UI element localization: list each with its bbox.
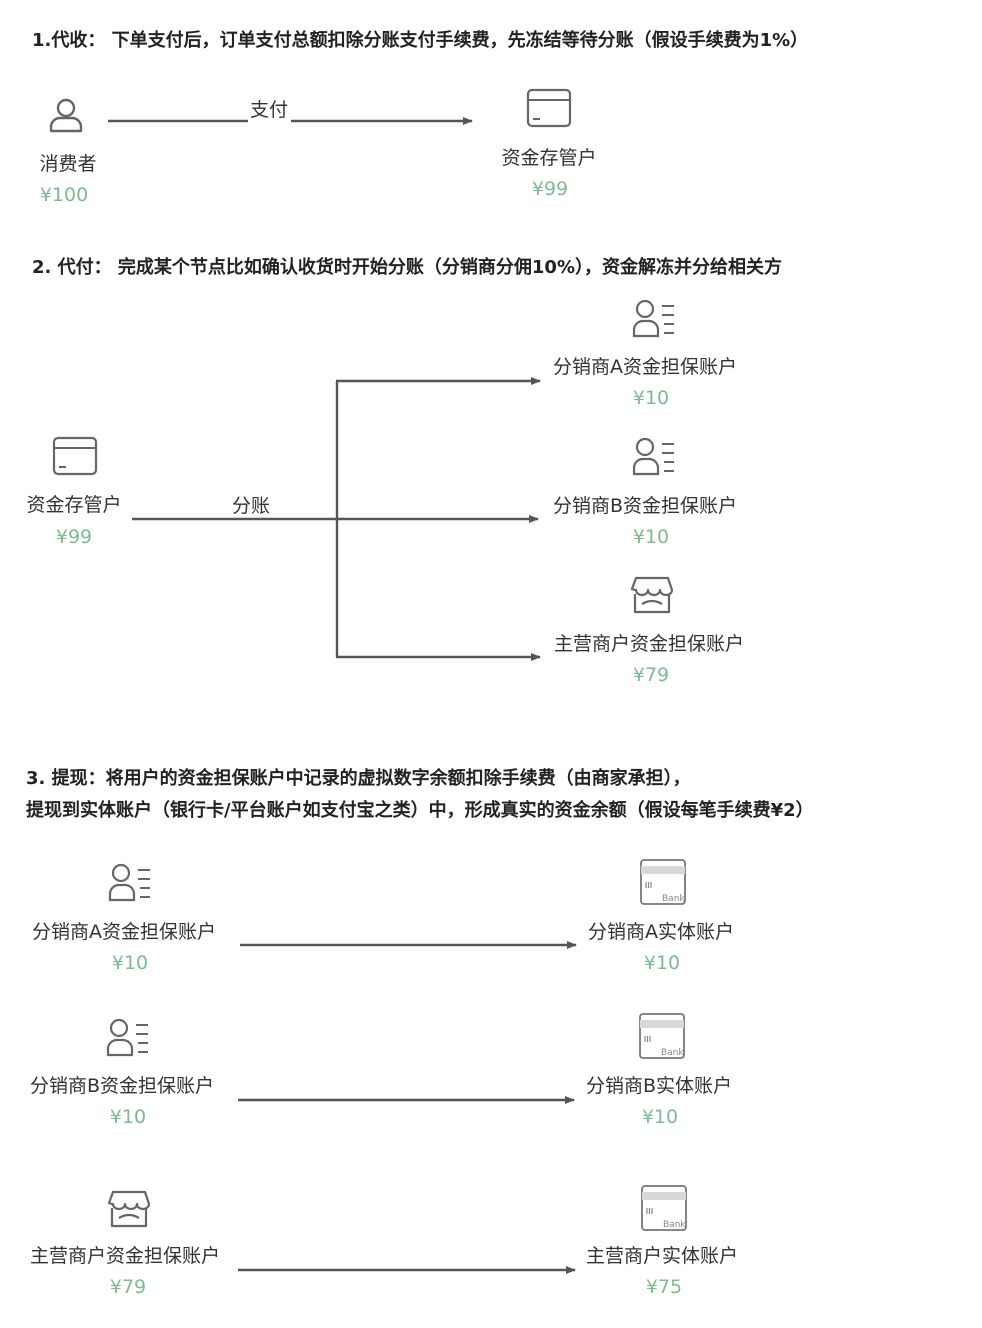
consumer-label: 消费者 (39, 153, 97, 175)
contact-card-icon (632, 299, 674, 338)
bank-card-text: Bank (662, 894, 685, 904)
row-main-to-label: 主营商户实体账户 (585, 1245, 739, 1267)
row-b-to-amount: ¥10 (641, 1106, 679, 1128)
target-a-amount: ¥10 (632, 387, 670, 409)
bank-card-icon: Bank (639, 1013, 685, 1059)
split-edge-label: 分账 (231, 495, 271, 517)
card-icon (526, 88, 572, 128)
row-b-from-amount: ¥10 (109, 1106, 147, 1128)
contact-card-icon (632, 437, 674, 476)
row-a-to-label: 分销商A实体账户 (588, 921, 734, 943)
section-3-heading-line2: 提现到实体账户（银行卡/平台账户如支付宝之类）中，形成真实的资金余额（假设每笔手… (26, 800, 814, 821)
target-a-label: 分销商A资金担保账户 (553, 356, 737, 378)
contact-card-icon (108, 863, 150, 902)
bank-card-icon: Bank (640, 859, 686, 905)
bank-card-text: Bank (663, 1220, 686, 1230)
row-main-from-label: 主营商户资金担保账户 (29, 1245, 221, 1267)
row-a-from-amount: ¥10 (111, 952, 149, 974)
source-custody-label: 资金存管户 (26, 494, 122, 516)
store-icon (107, 1190, 151, 1228)
row-a-from-label: 分销商A资金担保账户 (32, 921, 216, 943)
row-main-from-amount: ¥79 (109, 1276, 147, 1298)
bank-card-icon: Bank (641, 1185, 687, 1231)
target-b-amount: ¥10 (632, 526, 670, 548)
consumer-amount: ¥100 (39, 184, 89, 206)
store-icon (630, 576, 674, 614)
user-icon (49, 98, 83, 133)
custody-label: 资金存管户 (501, 147, 597, 169)
section-3-heading-line1: 3. 提现：将用户的资金担保账户中记录的虚拟数字余额扣除手续费（由商家承担）， (26, 768, 691, 789)
card-icon (52, 436, 98, 476)
row-b-from-label: 分销商B资金担保账户 (29, 1075, 215, 1097)
target-main-amount: ¥79 (632, 664, 670, 686)
custody-amount: ¥99 (531, 178, 569, 200)
bank-card-text: Bank (661, 1048, 684, 1058)
row-b-to-label: 分销商B实体账户 (585, 1075, 733, 1097)
source-custody-amount: ¥99 (55, 526, 93, 548)
row-a-to-amount: ¥10 (643, 952, 681, 974)
contact-card-icon (106, 1018, 148, 1057)
section-2-heading: 2. 代付： 完成某个节点比如确认收货时开始分账（分销商分佣10%），资金解冻并… (32, 257, 782, 278)
target-b-label: 分销商B资金担保账户 (552, 495, 738, 517)
row-main-to-amount: ¥75 (645, 1276, 683, 1298)
pay-edge-label: 支付 (249, 99, 289, 121)
section-1-heading: 1.代收： 下单支付后，订单支付总额扣除分账支付手续费，先冻结等待分账（假设手续… (32, 30, 809, 51)
target-main-label: 主营商户资金担保账户 (553, 633, 745, 655)
